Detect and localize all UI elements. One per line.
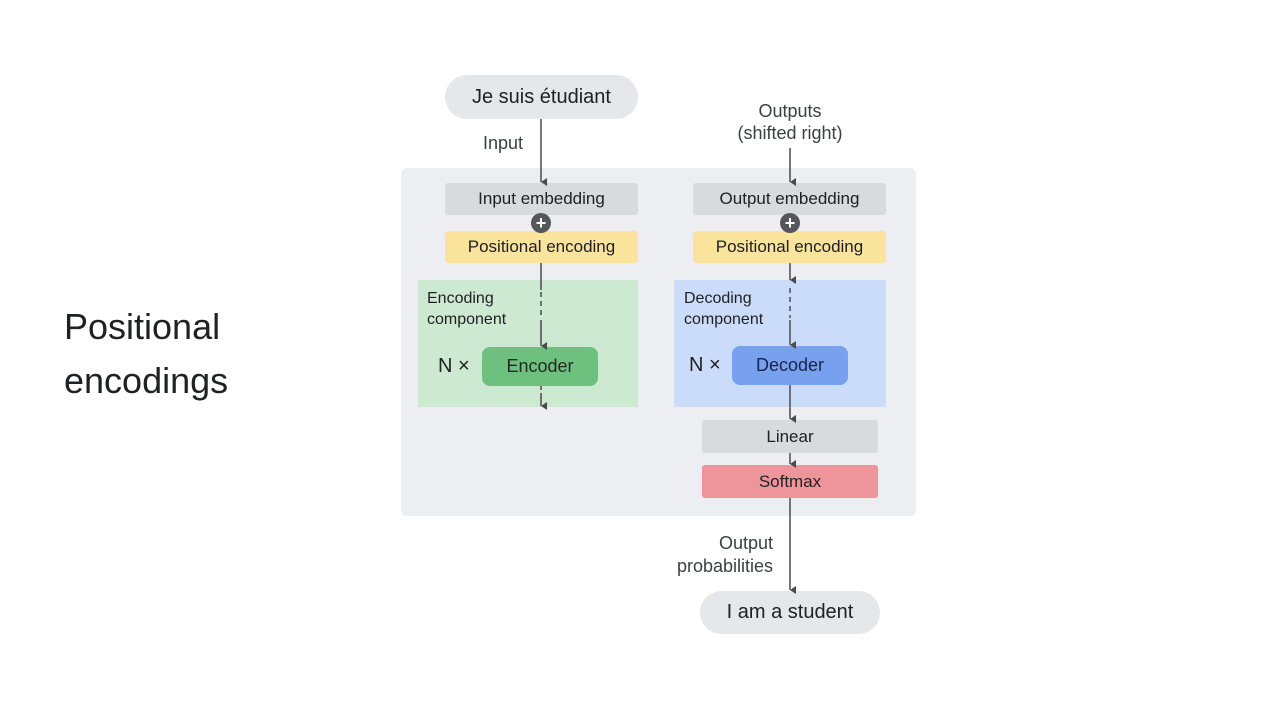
encoder-block: Encoder <box>482 347 598 386</box>
input-label: Input <box>483 133 524 153</box>
decoder-add-icon: + <box>780 213 800 233</box>
decoding-label-line1: Decoding <box>684 290 752 307</box>
decoding-component-region <box>674 280 886 407</box>
linear-box: Linear <box>702 420 878 453</box>
outputs-shifted-label: Outputs (shifted right) <box>725 100 855 144</box>
encoder-add-icon: + <box>531 213 551 233</box>
slide-title: Positional encodings <box>64 300 228 408</box>
output-prob-line2: probabilities <box>676 556 773 576</box>
slide-title-line2: encodings <box>64 360 229 401</box>
decoding-component-label: Decoding component <box>684 288 763 330</box>
encoder-n-multiplier: N × <box>438 355 470 377</box>
decoder-n-multiplier: N × <box>689 354 721 376</box>
softmax-box: Softmax <box>702 465 878 498</box>
input-embedding-box: Input embedding <box>445 183 638 215</box>
encoder-positional-encoding-box: Positional encoding <box>445 231 638 263</box>
outputs-label-line2: (shifted right) <box>737 123 843 143</box>
encoding-component-label: Encoding component <box>427 288 506 330</box>
slide-title-line1: Positional <box>64 306 221 347</box>
outputs-label-line1: Outputs <box>758 101 822 121</box>
encoding-label-line1: Encoding <box>427 290 494 307</box>
output-probabilities-label: Output probabilities <box>640 532 773 578</box>
decoding-label-line2: component <box>684 311 764 328</box>
encoding-label-line2: component <box>427 311 507 328</box>
output-embedding-box: Output embedding <box>693 183 886 215</box>
output-sentence-pill: I am a student <box>700 591 880 634</box>
output-prob-line1: Output <box>718 533 773 553</box>
decoder-positional-encoding-box: Positional encoding <box>693 231 886 263</box>
decoder-block: Decoder <box>732 346 848 385</box>
input-sentence-pill: Je suis étudiant <box>445 75 638 119</box>
